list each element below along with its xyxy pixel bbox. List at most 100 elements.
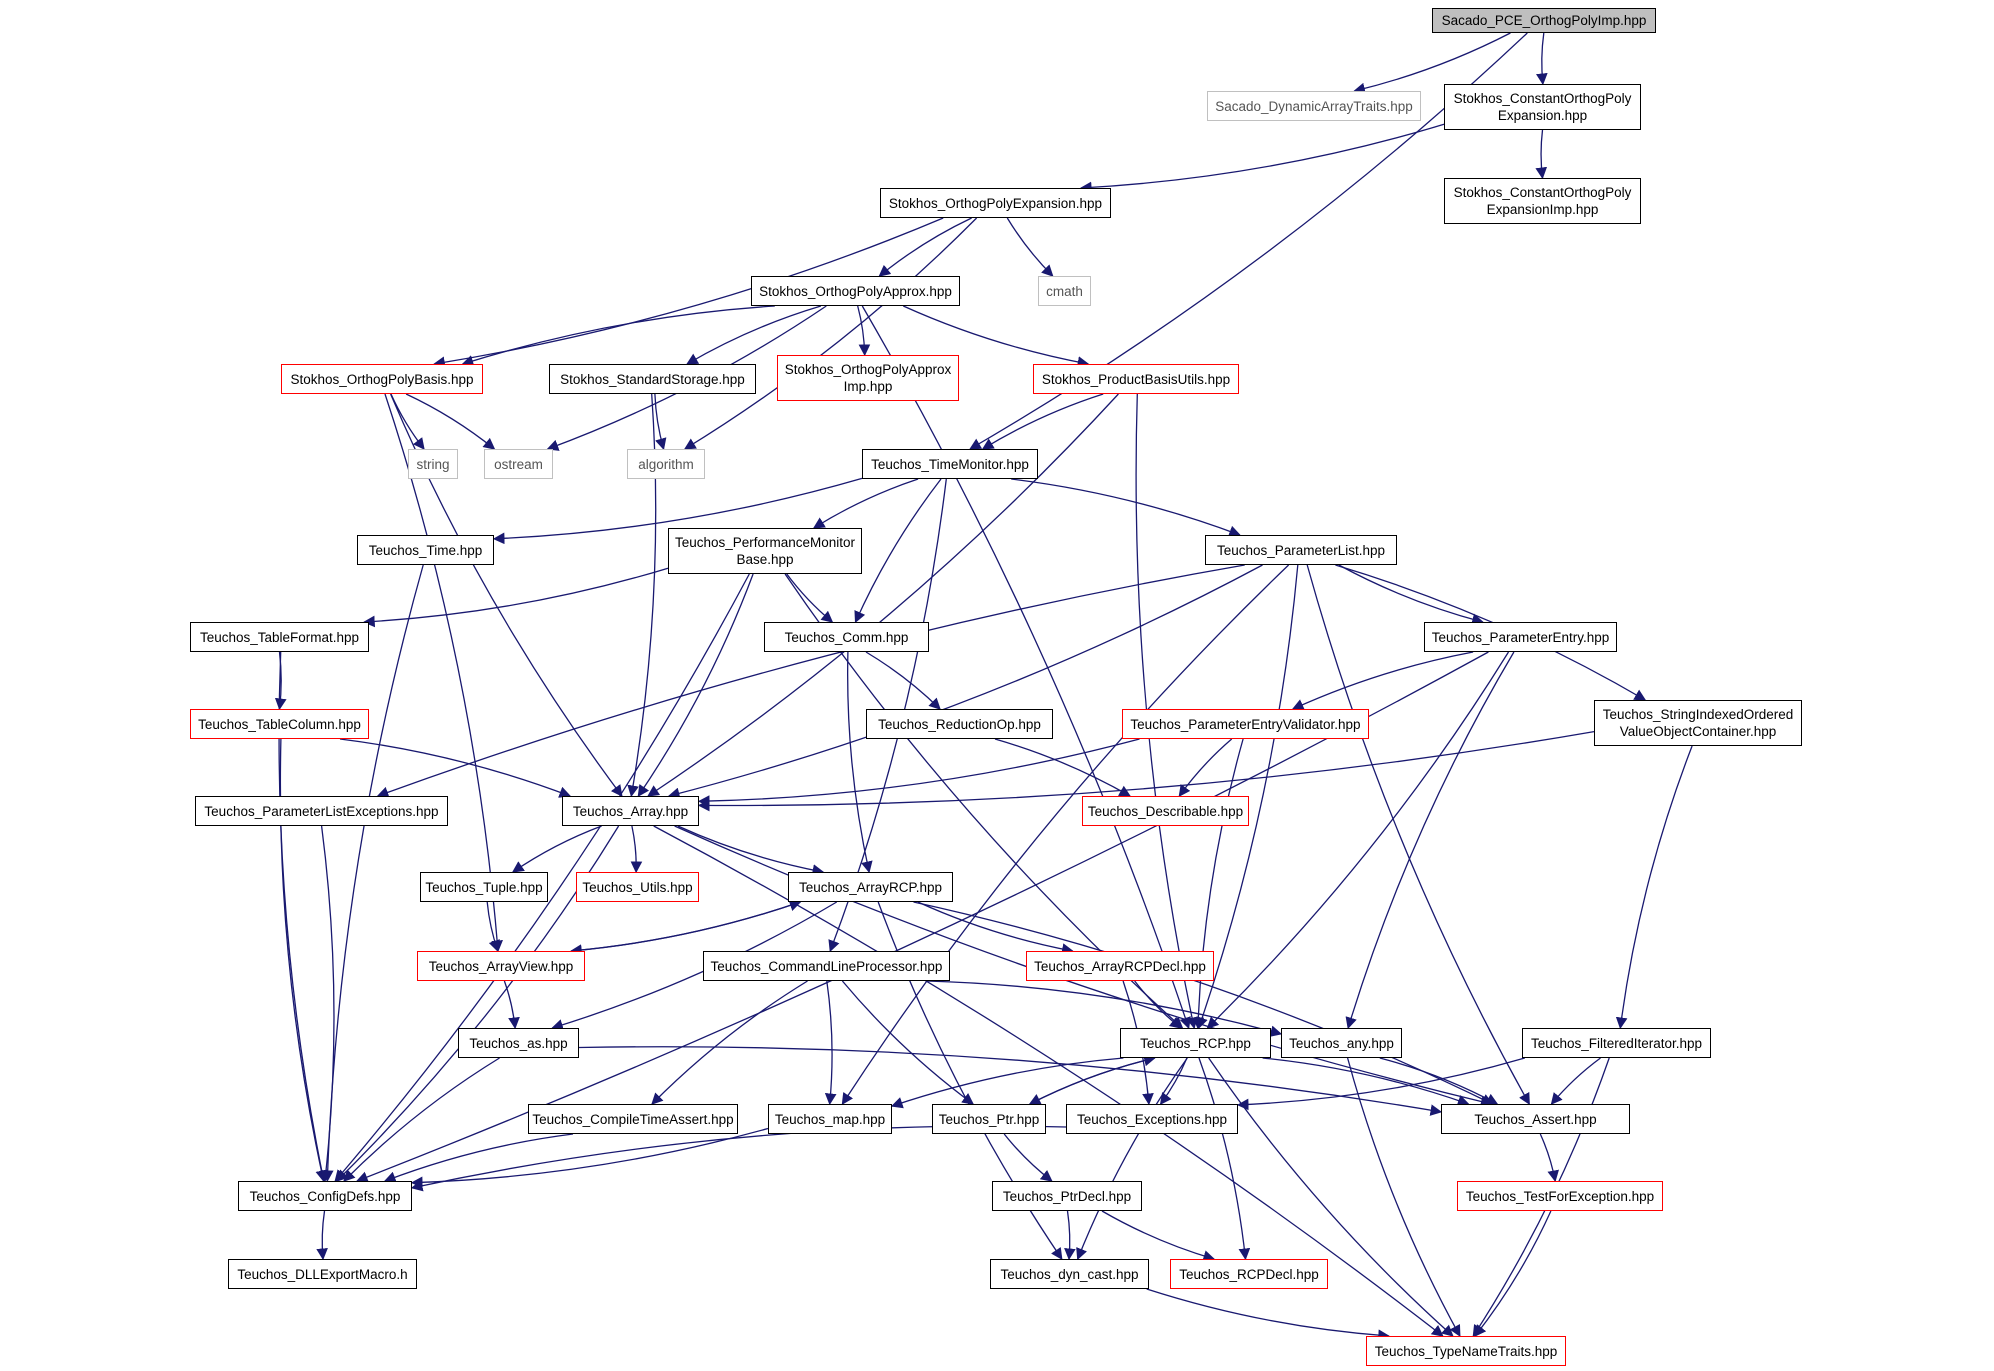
edge-paramlist-to-assert [1306,564,1530,1106]
edge-array-to-typename [653,825,1444,1337]
node-any[interactable]: Teuchos_any.hpp [1281,1028,1402,1058]
edge-ptr-to-rcp [1029,1054,1156,1105]
edge-cmdline-to-any [926,980,1283,1037]
node-prodbasis[interactable]: Stokhos_ProductBasisUtils.hpp [1033,364,1239,394]
edge-prodbasis-to-array [647,393,1119,797]
node-rcpdecl[interactable]: Teuchos_RCPDecl.hpp [1170,1259,1328,1289]
node-time[interactable]: Teuchos_Time.hpp [357,535,494,565]
edge-exceptions-to-configdefs [410,1125,1067,1192]
node-dynarr: Sacado_DynamicArrayTraits.hpp [1207,91,1421,121]
edge-array-to-tuple [511,825,602,873]
edge-dyncast-to-typename [1146,1288,1390,1342]
edge-orthapprox-to-rcp [861,305,1191,1030]
edge-stdstorage-to-algorithm [654,393,667,451]
node-tableformat[interactable]: Teuchos_TableFormat.hpp [190,622,369,652]
node-array[interactable]: Teuchos_Array.hpp [562,796,699,826]
edge-time-to-configdefs [321,564,424,1183]
node-constexp[interactable]: Stokhos_ConstantOrthogPoly Expansion.hpp [1444,84,1641,130]
edge-perfmon-to-comm [786,573,834,623]
node-as[interactable]: Teuchos_as.hpp [458,1028,579,1058]
edge-orthapprox-to-orthbasis [461,305,775,367]
node-plexceptions[interactable]: Teuchos_ParameterListExceptions.hpp [195,796,448,826]
node-reductionop[interactable]: Teuchos_ReductionOp.hpp [866,709,1053,739]
edge-orthexp-to-algorithm [683,217,978,450]
node-assert[interactable]: Teuchos_Assert.hpp [1441,1104,1630,1134]
node-orthapprox[interactable]: Stokhos_OrthogPolyApprox.hpp [751,276,960,306]
edge-timemon-to-time [492,477,863,545]
node-map[interactable]: Teuchos_map.hpp [768,1104,892,1134]
node-dllexport[interactable]: Teuchos_DLLExportMacro.h [228,1259,417,1289]
edge-reductionop-to-describable [994,738,1132,797]
edge-as-to-assert [578,1046,1443,1116]
edge-paramlist-to-map [841,564,1290,1105]
edge-orthbasis-to-string [390,393,425,450]
node-constexpimp[interactable]: Stokhos_ConstantOrthogPoly ExpansionImp.… [1444,178,1641,224]
node-paramlist[interactable]: Teuchos_ParameterList.hpp [1205,535,1397,565]
node-rcp[interactable]: Teuchos_RCP.hpp [1120,1028,1271,1058]
edge-cmdline-to-map [824,980,837,1106]
edge-pevalidator-to-rcp [1192,738,1244,1030]
edge-rcp-to-typename [1208,1057,1454,1337]
node-timemon[interactable]: Teuchos_TimeMonitor.hpp [862,449,1038,479]
edge-paramentry-to-rcp [1206,651,1510,1029]
node-comm[interactable]: Teuchos_Comm.hpp [764,622,929,652]
edge-pevalidator-to-array [697,738,1140,807]
node-arrayrcp[interactable]: Teuchos_ArrayRCP.hpp [788,872,953,902]
edge-pevalidator-to-describable [1178,738,1233,797]
node-tuple[interactable]: Teuchos_Tuple.hpp [420,872,548,902]
node-typename[interactable]: Teuchos_TypeNameTraits.hpp [1366,1336,1566,1366]
node-testforexc[interactable]: Teuchos_TestForException.hpp [1457,1181,1663,1211]
edge-timemon-to-comm [854,478,942,624]
edge-orthbasis-to-ostream [405,393,496,450]
edge-rcp-to-dyncast [1076,1057,1188,1261]
edge-any-to-assert [1379,1057,1499,1105]
edge-rcp-to-ptr [1028,1057,1155,1105]
node-strindexed[interactable]: Teuchos_StringIndexedOrdered ValueObject… [1594,700,1802,746]
node-compiletime[interactable]: Teuchos_CompileTimeAssert.hpp [528,1104,738,1134]
edge-rcp-to-rcpdecl [1198,1057,1251,1261]
edge-arrayrcp-to-arrayrcpdecl [917,901,1074,955]
edge-strindexed-to-array [697,730,1595,812]
edge-stdstorage-to-array [627,393,657,798]
node-orthbasis[interactable]: Stokhos_OrthogPolyBasis.hpp [281,364,483,394]
node-arrayview[interactable]: Teuchos_ArrayView.hpp [417,951,585,981]
edge-arrayview-to-as [503,980,520,1030]
edge-orthexp-to-orthapprox [878,217,972,277]
edge-ptrdecl-to-dyncast [1064,1210,1076,1261]
node-orthexp[interactable]: Stokhos_OrthogPolyExpansion.hpp [880,188,1111,218]
node-configdefs[interactable]: Teuchos_ConfigDefs.hpp [238,1181,412,1211]
node-stdstorage[interactable]: Stokhos_StandardStorage.hpp [549,364,756,394]
node-exceptions[interactable]: Teuchos_Exceptions.hpp [1066,1104,1238,1134]
edge-tablecolumn-to-array [339,738,572,798]
node-ptrdecl[interactable]: Teuchos_PtrDecl.hpp [992,1181,1142,1211]
node-filtered[interactable]: Teuchos_FilteredIterator.hpp [1522,1028,1711,1058]
edge-timemon-to-perfmon [812,478,919,529]
node-root[interactable]: Sacado_PCE_OrthogPolyImp.hpp [1432,8,1656,33]
node-perfmon[interactable]: Teuchos_PerformanceMonitor Base.hpp [668,528,862,574]
node-dyncast[interactable]: Teuchos_dyn_cast.hpp [990,1259,1149,1289]
node-utils[interactable]: Teuchos_Utils.hpp [576,872,699,902]
edge-map-to-configdefs [410,1127,769,1189]
node-pevalidator[interactable]: Teuchos_ParameterEntryValidator.hpp [1122,709,1369,739]
edge-configdefs-to-dllexport [316,1210,328,1261]
edge-tuple-to-arrayview [486,901,500,953]
edge-arrayrcp-to-as [551,901,838,1031]
node-orthapproximp[interactable]: Stokhos_OrthogPolyApprox Imp.hpp [777,355,959,401]
edge-paramlist-to-rcp [1196,564,1299,1030]
node-describable[interactable]: Teuchos_Describable.hpp [1082,796,1249,826]
node-arrayrcpdecl[interactable]: Teuchos_ArrayRCPDecl.hpp [1026,951,1214,981]
edge-arrayrcp-to-assert [913,901,1494,1105]
edge-ptrdecl-to-rcpdecl [1101,1210,1216,1262]
edge-cmdline-to-ptr [841,980,975,1105]
edge-comm-to-arrayrcp [847,651,873,874]
edge-comm-to-reductionop [865,651,941,710]
node-paramentry[interactable]: Teuchos_ParameterEntry.hpp [1424,622,1617,652]
edge-prodbasis-to-timemon [981,393,1104,450]
node-cmdline[interactable]: Teuchos_CommandLineProcessor.hpp [703,951,950,981]
node-ptr[interactable]: Teuchos_Ptr.hpp [932,1104,1046,1134]
edge-strindexed-to-filtered [1615,745,1693,1030]
node-tablecolumn[interactable]: Teuchos_TableColumn.hpp [190,709,369,739]
edge-constexp-to-constexpimp [1535,129,1548,180]
edge-root-to-dynarr [1353,32,1511,95]
